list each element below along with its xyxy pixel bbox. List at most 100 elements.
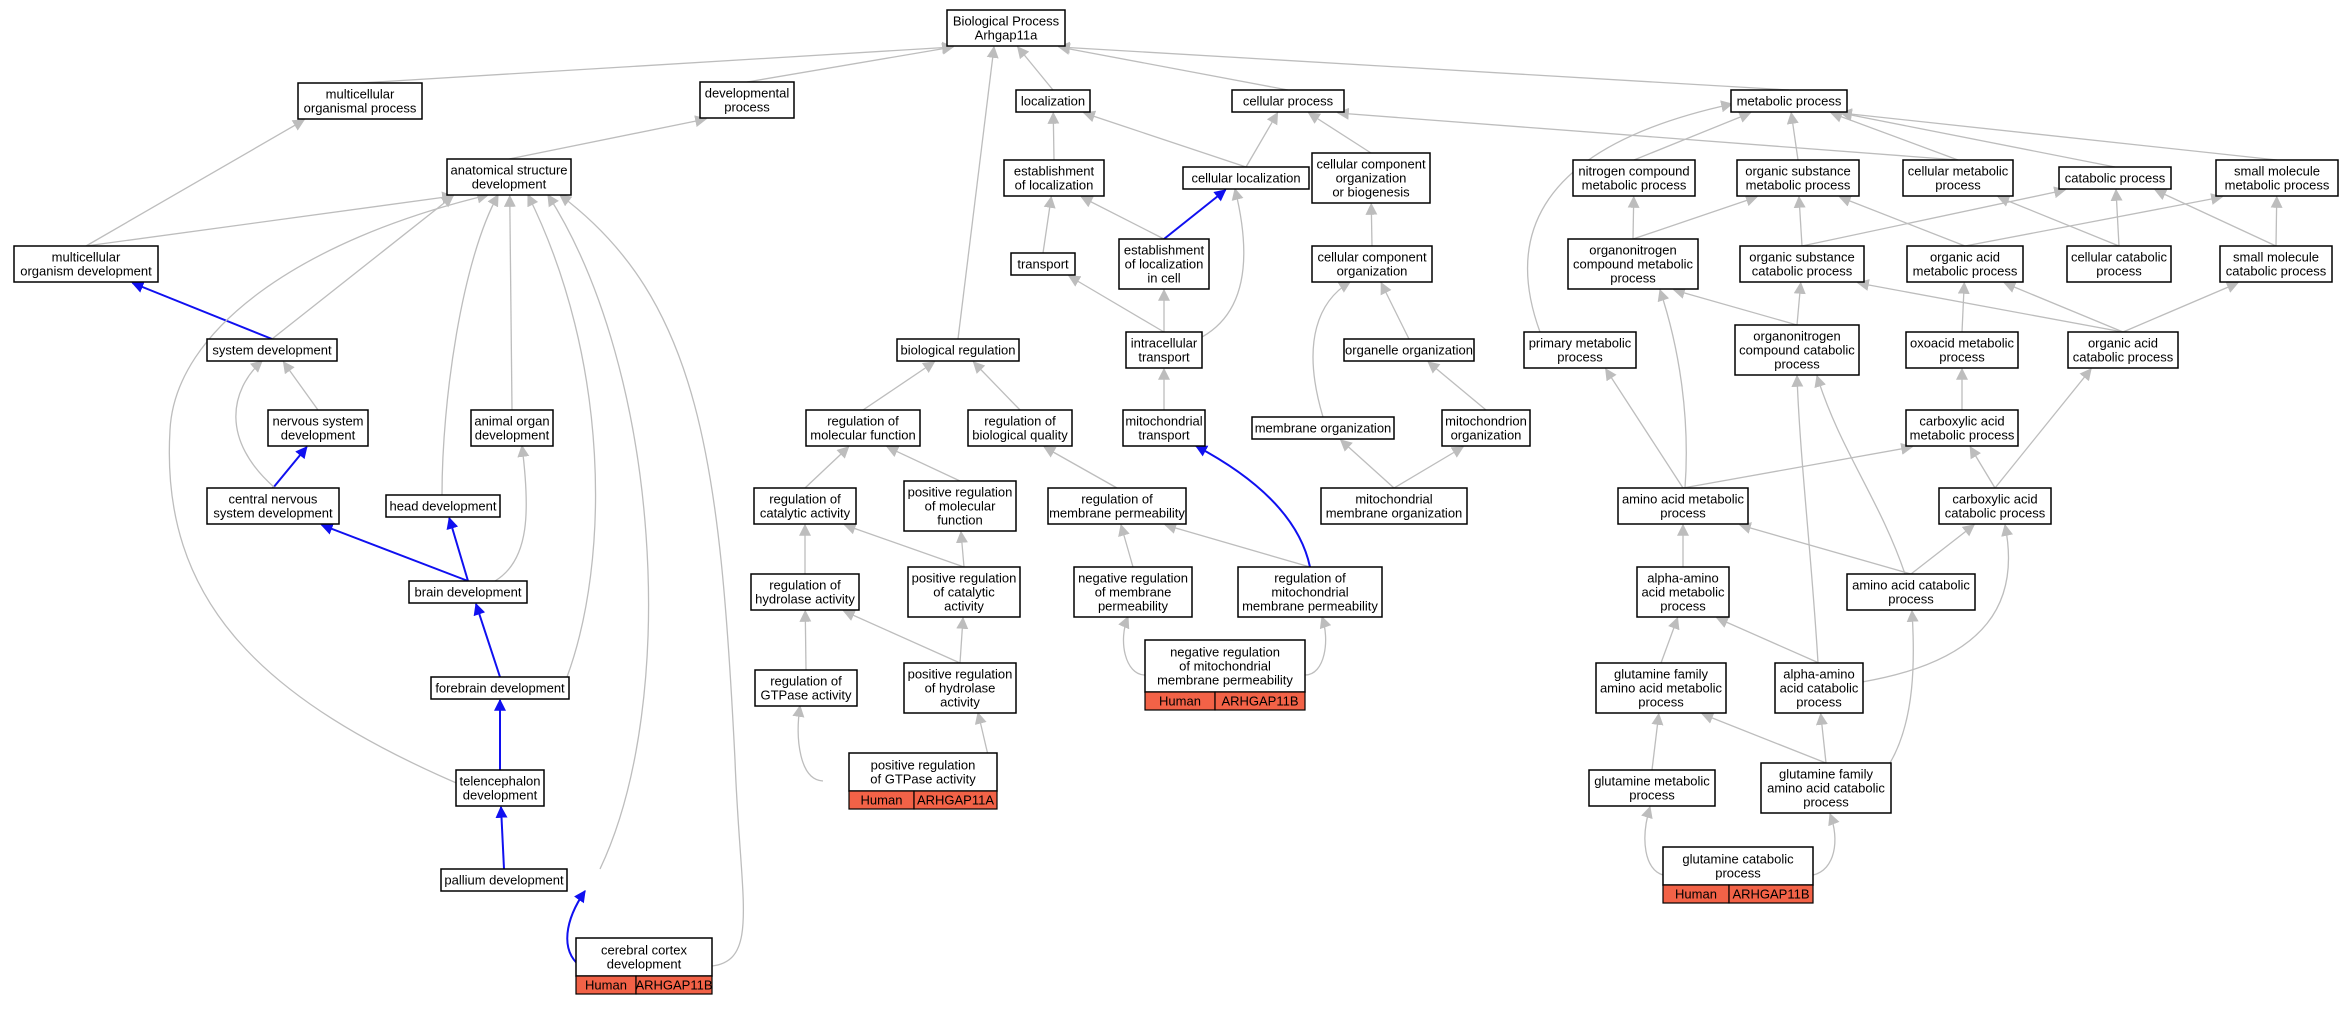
gene-label[interactable]: ARHGAP11B xyxy=(1732,887,1809,902)
gene-tag xyxy=(1728,884,1814,904)
go-term-bd[interactable]: brain development xyxy=(408,580,528,604)
go-term-loc[interactable]: localization xyxy=(1015,89,1091,113)
go-term-cp[interactable]: cellular process xyxy=(1231,89,1345,113)
edge-oacp-to-smcp xyxy=(2122,281,2239,333)
go-term-sysd[interactable]: system development xyxy=(206,338,338,362)
node-label-line: catabolic process xyxy=(1752,264,1853,279)
node-label-line: brain development xyxy=(415,585,522,600)
node-label-line: process xyxy=(1629,788,1675,803)
edge-mod-to-mop xyxy=(85,119,306,247)
edge-mo-to-cco xyxy=(1312,281,1352,418)
term-box xyxy=(1905,409,2019,447)
edge-gfaacp-to-aacp xyxy=(1889,609,1919,764)
node-label-line: catabolic process xyxy=(2073,350,2174,365)
node-label-line: process xyxy=(1803,795,1849,810)
go-term-fd[interactable]: forebrain development xyxy=(430,676,570,700)
node-label-line: organic acid xyxy=(2088,336,2158,351)
term-box xyxy=(455,769,545,807)
term-box xyxy=(1441,409,1531,447)
node-label-line: metabolic process xyxy=(1737,94,1842,109)
edge-ccd-to-asd xyxy=(559,194,745,967)
term-box xyxy=(896,338,1020,362)
node-label-line: primary metabolic xyxy=(1529,336,1632,351)
gene-label[interactable]: ARHGAP11B xyxy=(1221,694,1298,709)
node-label-line: glutamine metabolic xyxy=(1594,774,1710,789)
node-label-line: activity xyxy=(944,599,984,614)
node-label-line: catabolic process xyxy=(2065,171,2166,186)
node-label-line: transport xyxy=(1017,257,1069,272)
gene-label[interactable]: ARHGAP11B xyxy=(635,978,712,993)
edge-smcp-to-smmp xyxy=(2270,195,2283,247)
go-term-met[interactable]: metabolic process xyxy=(1730,89,1848,113)
go-term-tra[interactable]: transport xyxy=(1010,252,1076,276)
node-label-line: of molecular xyxy=(925,499,996,514)
go-term-hd[interactable]: head development xyxy=(385,494,501,518)
node-label-line: mitochondrial xyxy=(1271,585,1348,600)
node-label-line: of mitochondrial xyxy=(1179,659,1271,674)
node-label-line: catalytic activity xyxy=(760,506,851,521)
go-term-br[interactable]: biological regulation xyxy=(896,338,1020,362)
go-term-cl[interactable]: cellular localization xyxy=(1182,166,1310,190)
go-term-mo[interactable]: membrane organization xyxy=(1251,416,1395,440)
gene-label[interactable]: ARHGAP11A xyxy=(917,793,994,808)
edge-smmp-to-met xyxy=(1839,108,2278,161)
go-term-cat[interactable]: catabolic process xyxy=(2058,166,2172,190)
go-term-pd[interactable]: pallium development xyxy=(440,868,568,892)
go-term-oo[interactable]: organelle organization xyxy=(1343,338,1475,362)
